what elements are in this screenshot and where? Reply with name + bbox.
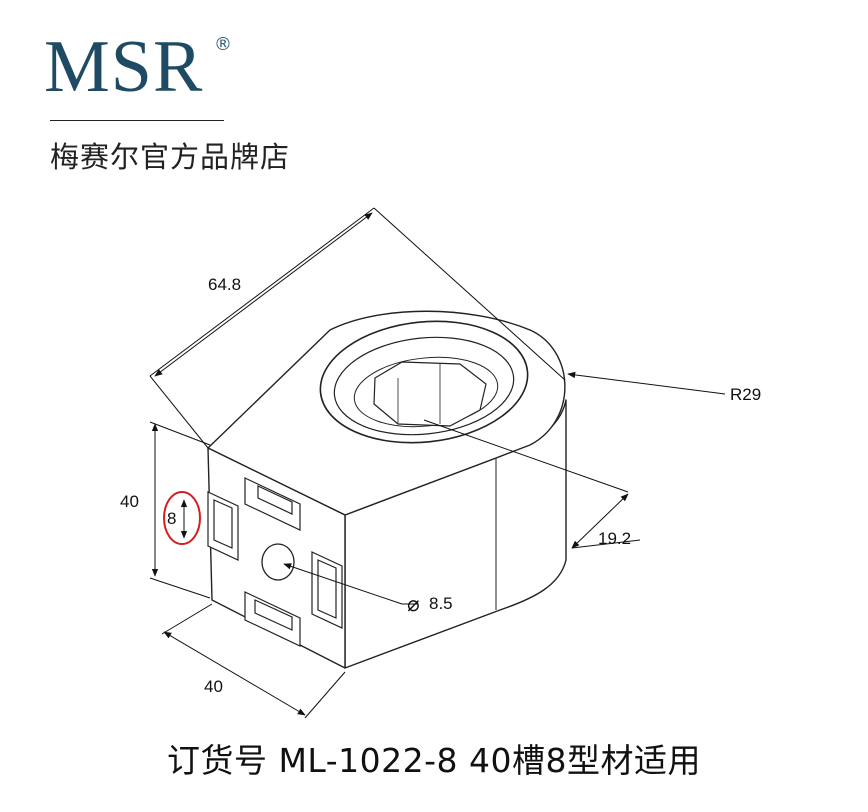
dim-line-length bbox=[154, 212, 373, 377]
label-offset: 19.2 bbox=[598, 529, 631, 548]
brand-logo: MSR bbox=[44, 26, 204, 108]
label-length: 64.8 bbox=[208, 275, 241, 294]
leader-hole bbox=[283, 563, 403, 605]
counterbore bbox=[319, 320, 529, 444]
registered-mark: ® bbox=[214, 34, 232, 55]
mounting-hole bbox=[261, 543, 295, 581]
slot-highlight-circle bbox=[163, 491, 201, 545]
slot-tabs bbox=[207, 477, 343, 647]
logo-divider bbox=[50, 120, 224, 121]
hex-socket bbox=[373, 361, 487, 427]
order-number-caption: 订货号 ML-1022-8 40槽8型材适用 bbox=[166, 741, 702, 780]
label-radius: R29 bbox=[730, 385, 761, 404]
dimension-lines bbox=[149, 207, 726, 719]
store-name: 梅赛尔官方品牌店 bbox=[50, 140, 291, 174]
label-slot: 8 bbox=[167, 509, 176, 528]
label-width: 40 bbox=[204, 677, 223, 696]
leader-radius bbox=[567, 371, 726, 395]
label-height: 40 bbox=[120, 492, 139, 511]
diameter-symbol: ⌀ bbox=[407, 593, 420, 616]
label-hole: 8.5 bbox=[429, 594, 453, 613]
dim-line-offset bbox=[571, 493, 629, 549]
dim-line-width bbox=[163, 631, 306, 716]
